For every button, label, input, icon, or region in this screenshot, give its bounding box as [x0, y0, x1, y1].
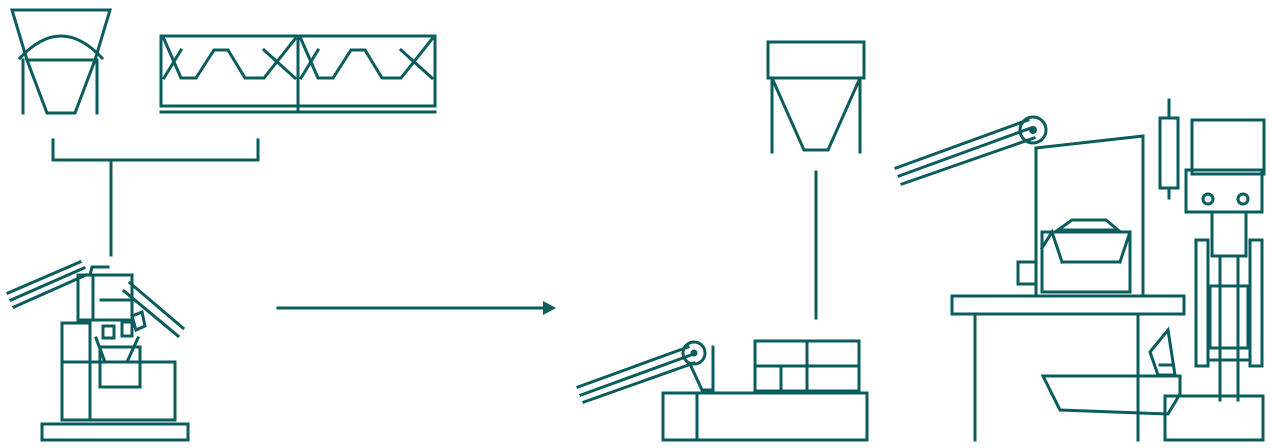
hopper-icon [9, 8, 113, 115]
conveyor-icon [894, 115, 1048, 186]
block-machine-icon [661, 339, 869, 442]
storage-bins-icon [159, 34, 437, 114]
press-machine-icon [950, 98, 1266, 442]
transfer-arrow-icon [276, 301, 556, 315]
conveyor-icon [576, 340, 715, 404]
mixing-plant-icon [6, 260, 190, 442]
feed-hopper-icon [766, 40, 866, 320]
collection-bracket-icon [51, 138, 260, 257]
